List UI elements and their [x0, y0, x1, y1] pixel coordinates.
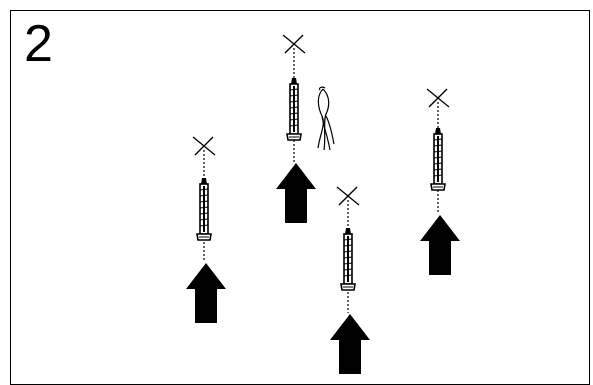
- screw-icon: [430, 127, 446, 191]
- screw-4: [420, 88, 460, 275]
- step-number: 2: [24, 15, 53, 73]
- cross-mark-icon: [336, 186, 360, 206]
- wire-bundle-icon: [317, 86, 335, 151]
- screw-1: [186, 136, 226, 323]
- screw-icon: [196, 177, 212, 241]
- up-arrow-icon: [420, 215, 460, 275]
- up-arrow-icon: [276, 163, 316, 223]
- screw-icon: [340, 227, 356, 291]
- up-arrow-icon: [330, 314, 370, 374]
- screw-icon: [286, 77, 302, 141]
- cross-mark-icon: [426, 88, 450, 108]
- screw-3: [330, 186, 370, 374]
- assembly-illustration: [186, 34, 460, 374]
- up-arrow-icon: [186, 263, 226, 323]
- screw-2: [276, 34, 316, 223]
- cross-mark-icon: [282, 34, 306, 54]
- cross-mark-icon: [192, 136, 216, 156]
